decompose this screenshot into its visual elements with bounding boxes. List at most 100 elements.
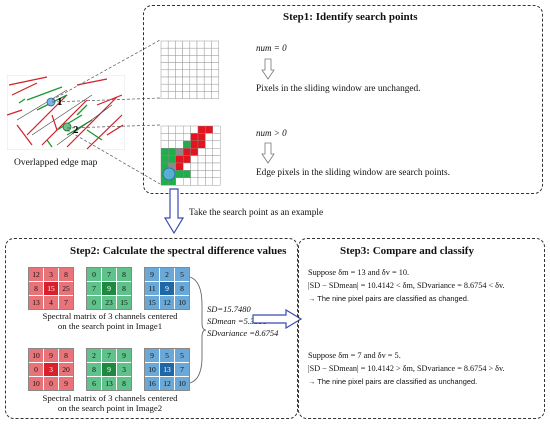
matrix-cell: 9: [102, 363, 116, 376]
window-cell: [197, 148, 206, 156]
matrix-cell: 3: [44, 363, 58, 376]
window-cell: [190, 133, 199, 141]
window-cell: [183, 177, 191, 186]
window-cell: [205, 140, 214, 149]
window-cell: [167, 83, 176, 92]
matrix-cell: 3: [44, 268, 58, 281]
window-cell: [168, 133, 176, 141]
window-cell: [205, 125, 214, 134]
brace-icon: [189, 276, 207, 384]
matrix-cell: 8: [117, 268, 131, 281]
window-cell: [190, 177, 199, 186]
window-cell: [160, 155, 169, 164]
matrix-cell: 13: [102, 377, 116, 390]
window-cell: [175, 69, 183, 78]
matrix-cell: 9: [59, 377, 73, 390]
window-cell: [167, 62, 176, 71]
window-cell: [175, 62, 183, 71]
window-cell: [175, 125, 184, 134]
image1-caption-line1: Spectral matrix of 3 channels centered: [42, 311, 178, 321]
window-cell: [197, 140, 206, 149]
window-cell: [190, 140, 199, 149]
matrix-cell: 6: [87, 377, 101, 390]
matrix-cell: 2: [87, 349, 101, 362]
case2-result: → The nine pixel pairs are classified as…: [308, 377, 478, 386]
window-cell: [203, 76, 212, 85]
window-cell: [196, 91, 205, 99]
window-cell: [160, 69, 169, 78]
window-cell: [211, 62, 219, 71]
window-cell: [212, 133, 221, 141]
window-cell: [182, 91, 191, 99]
window-cell: [203, 69, 212, 78]
window-cell: [212, 148, 221, 156]
matrix-cell: 13: [160, 363, 174, 376]
window-cell: [189, 62, 198, 71]
matrix-cell: 8: [117, 282, 131, 295]
matrix-cell: 11: [145, 282, 159, 295]
step1-panel: [143, 5, 543, 194]
window-cell: [175, 148, 184, 156]
right-arrow-icon: [252, 309, 302, 329]
matrix-cell: 9: [145, 349, 159, 362]
matrix-cell: 3: [117, 363, 131, 376]
image1-caption: Spectral matrix of 3 channels centered o…: [10, 311, 210, 331]
matrix-cell: 9: [44, 349, 58, 362]
window-cell: [212, 162, 221, 171]
window-cell: [203, 62, 212, 71]
window-cell: [190, 155, 199, 164]
window-cell: [212, 125, 221, 134]
matrix-cell: 7: [102, 349, 116, 362]
matrix-cell: 25: [59, 282, 73, 295]
window-cell: [175, 91, 183, 99]
matrix-cell: 9: [102, 282, 116, 295]
matrix-cell: 8: [117, 377, 131, 390]
search-point-2-marker: [62, 122, 72, 132]
case2-suppose: Suppose δm = 7 and δv = 5.: [308, 351, 401, 360]
window-cell: [211, 69, 219, 78]
window-cell: [183, 162, 191, 171]
window-cell: [205, 133, 214, 141]
window-cell: [182, 83, 191, 92]
matrix-cell: 10: [145, 363, 159, 376]
step2-title: Step2: Calculate the spectral difference…: [70, 245, 287, 257]
empty-window-grid: [160, 40, 219, 99]
window-cell: [175, 177, 184, 186]
window-cell: [175, 40, 183, 49]
window-cell: [189, 47, 198, 56]
edge-map-caption: Overlapped edge map: [14, 158, 98, 168]
window-cell: [205, 177, 214, 186]
image2-caption-line2: on the search point in Image2: [57, 403, 163, 413]
window-cell: [183, 125, 191, 134]
window-cell: [160, 55, 169, 63]
window-cell: [203, 47, 212, 56]
window-cell: [160, 47, 169, 56]
window-cell: [167, 91, 176, 99]
case2-equation: |SD − SDmean| = 10.4142 > δm, SDvariance…: [308, 364, 505, 373]
matrix-cell: 0: [87, 296, 101, 309]
window-cell: [175, 162, 184, 171]
pixels-unchanged-text: Pixels in the sliding window are unchang…: [256, 84, 421, 94]
window-cell: [183, 170, 191, 179]
step2-panel: [5, 238, 298, 419]
window-cell: [160, 133, 169, 141]
window-cell: [182, 76, 191, 85]
window-cell: [182, 40, 191, 49]
window-cell: [197, 177, 206, 186]
window-cell: [197, 133, 206, 141]
window-cell: [167, 40, 176, 49]
sd-variance-value: SDvariance =8.6754: [207, 328, 279, 338]
down-arrow-icon: [261, 58, 275, 80]
step1-title: Step1: Identify search points: [283, 11, 418, 23]
window-cell: [196, 83, 205, 92]
window-cell: [197, 162, 206, 171]
window-cell: [175, 140, 184, 149]
window-cell: [190, 125, 199, 134]
window-cell: [183, 148, 191, 156]
matrix-cell: 8: [29, 282, 43, 295]
colored-window-grid: [160, 125, 221, 186]
sd-value: SD=15.7480: [207, 304, 251, 314]
